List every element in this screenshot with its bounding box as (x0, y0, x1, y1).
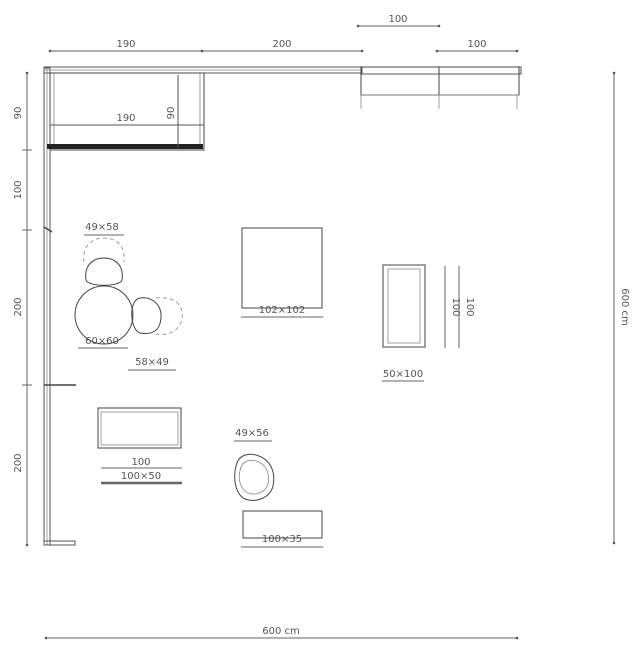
square-table (241, 227, 323, 309)
dim-wall-seg-3: 200 (13, 453, 24, 472)
label-bench-len-inner: 100 (464, 297, 475, 316)
dim-total-height: 600 cm (619, 288, 630, 326)
label-chair-top: 49×58 (85, 222, 119, 233)
dim-inner-sofa-width: 190 (116, 113, 135, 124)
dim-inner-sofa-depth: 90 (166, 107, 177, 120)
label-bench-right: 50×100 (383, 369, 423, 380)
top-right-sofa (360, 66, 520, 109)
label-chair-right: 58×49 (135, 357, 169, 368)
dim-top-sofa-right: 100 (467, 39, 486, 50)
label-square-table: 102×102 (259, 305, 306, 316)
left-wall (43, 67, 76, 546)
dim-total-width: 600 cm (262, 626, 300, 637)
label-round-table: 60×60 (85, 336, 119, 347)
corner-sofa (47, 72, 205, 151)
low-table (242, 510, 323, 539)
label-low-table: 100×35 (262, 534, 302, 545)
chair-top (83, 237, 125, 286)
dim-sofa-depth-left: 90 (13, 107, 24, 120)
chair-right (131, 297, 183, 335)
dimension-lines (22, 24, 616, 640)
bench-right (382, 264, 426, 348)
dim-top-sofa-middle: 200 (272, 39, 291, 50)
dim-wall-seg-1: 100 (13, 180, 24, 199)
round-table (74, 285, 134, 345)
label-cabinet-len: 100 (131, 457, 150, 468)
dimension-labels: 190 200 100 100 190 90 90 100 200 200 60… (13, 14, 630, 637)
dim-wall-seg-2: 200 (13, 297, 24, 316)
chair-bottom (234, 453, 275, 501)
label-cabinet: 100×50 (121, 471, 161, 482)
dim-top-raised: 100 (388, 14, 407, 25)
label-chair-bottom: 49×56 (235, 428, 269, 439)
cabinet (97, 407, 182, 449)
dim-top-sofa-left: 190 (116, 39, 135, 50)
label-bench-len-outer: 100 (450, 297, 461, 316)
